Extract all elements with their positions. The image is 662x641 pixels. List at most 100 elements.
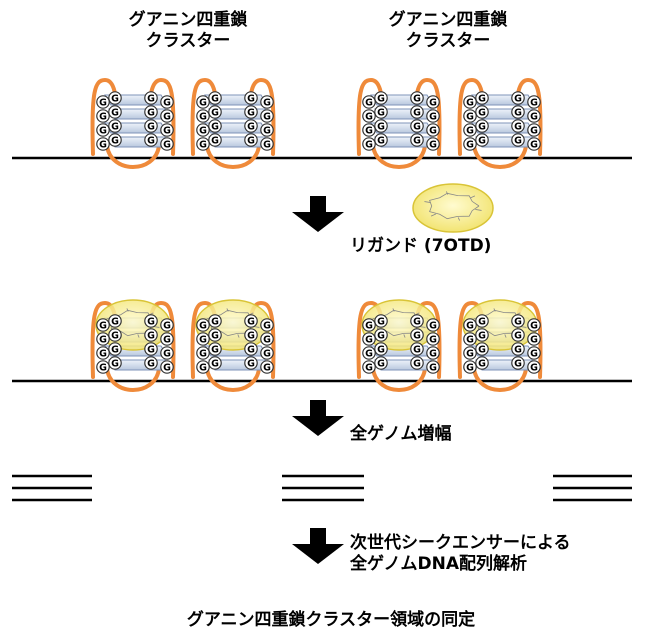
guanine-circle: [374, 105, 388, 119]
guanine-bead: G: [362, 95, 376, 109]
guanine-circle: [475, 328, 489, 342]
guanine-bead: G: [511, 356, 525, 370]
arrow-amplify: [292, 400, 344, 436]
guanine-circle: [108, 133, 122, 147]
guanine-bead: G: [426, 360, 440, 374]
guanine-bead: G: [108, 328, 122, 342]
guanine-bead: G: [463, 109, 477, 123]
arrow-sequencing: [292, 528, 344, 564]
guanine-letter: G: [514, 122, 522, 133]
guanine-letter: G: [429, 98, 437, 109]
guanine-bead: G: [260, 109, 274, 123]
guanine-letter: G: [514, 331, 522, 342]
guanine-circle: [160, 109, 174, 123]
guanine-letter: G: [147, 94, 155, 105]
guanine-bead: G: [160, 95, 174, 109]
guanine-letter: G: [263, 335, 271, 346]
guanine-letter: G: [211, 122, 219, 133]
guanine-circle: [410, 119, 424, 133]
ligand-bond: [430, 213, 437, 217]
guanine-circle: [260, 123, 274, 137]
guanine-bead: G: [463, 332, 477, 346]
guanine-circle: [244, 105, 258, 119]
guanine-circle: [196, 360, 210, 374]
guanine-bead: G: [426, 109, 440, 123]
guanine-circle: [96, 137, 110, 151]
guanine-bead: G: [96, 109, 110, 123]
guanine-letter: G: [514, 345, 522, 356]
guanine-circle: [208, 328, 222, 342]
guanine-letter: G: [147, 345, 155, 356]
guanine-circle: [196, 123, 210, 137]
arrow-ligand-binding: [292, 196, 344, 232]
guanine-letter: G: [478, 122, 486, 133]
guanine-circle: [463, 123, 477, 137]
guanine-circle: [362, 318, 376, 332]
guanine-bead: G: [208, 356, 222, 370]
guanine-letter: G: [99, 112, 107, 123]
loop-strand: [105, 144, 161, 169]
guanine-circle: [475, 133, 489, 147]
guanine-letter: G: [199, 126, 207, 137]
guanine-letter: G: [147, 317, 155, 328]
guanine-letter: G: [247, 345, 255, 356]
guanine-circle: [426, 95, 440, 109]
guanine-letter: G: [211, 317, 219, 328]
guanine-letter: G: [199, 335, 207, 346]
guanine-circle: [208, 133, 222, 147]
loop-strand: [371, 367, 427, 392]
guanine-letter: G: [111, 359, 119, 370]
guanine-bead: G: [475, 328, 489, 342]
guanine-bead: G: [160, 332, 174, 346]
guanine-circle: [144, 133, 158, 147]
guanine-circle: [108, 342, 122, 356]
guanine-bead: G: [475, 119, 489, 133]
guanine-bead: G: [108, 342, 122, 356]
guanine-letter: G: [429, 349, 437, 360]
guanine-circle: [144, 328, 158, 342]
guanine-bead: G: [160, 123, 174, 137]
guanine-letter: G: [199, 112, 207, 123]
guanine-letter: G: [211, 359, 219, 370]
guanine-bead: G: [260, 332, 274, 346]
guanine-bead: G: [96, 123, 110, 137]
guanine-bead: G: [374, 342, 388, 356]
guanine-circle: [410, 105, 424, 119]
guanine-circle: [108, 356, 122, 370]
guanine-circle: [244, 91, 258, 105]
guanine-bead: G: [463, 318, 477, 332]
guanine-circle: [362, 123, 376, 137]
guanine-bead: G: [527, 318, 541, 332]
guanine-circle: [426, 137, 440, 151]
guanine-bead: G: [108, 133, 122, 147]
guanine-bead: G: [260, 137, 274, 151]
guanine-bead: G: [426, 346, 440, 360]
guanine-letter: G: [377, 122, 385, 133]
guanine-bead: G: [410, 119, 424, 133]
guanine-bead: G: [160, 360, 174, 374]
guanine-letter: G: [514, 108, 522, 119]
guanine-circle: [260, 346, 274, 360]
guanine-bead: G: [362, 318, 376, 332]
guanine-circle: [208, 342, 222, 356]
guanine-bead: G: [196, 318, 210, 332]
guanine-bead: G: [244, 356, 258, 370]
loop-strand: [205, 367, 261, 392]
guanine-bead: G: [208, 314, 222, 328]
guanine-letter: G: [377, 108, 385, 119]
guanine-circle: [374, 91, 388, 105]
guanine-bead: G: [527, 360, 541, 374]
guanine-letter: G: [514, 136, 522, 147]
guanine-bead: G: [362, 346, 376, 360]
guanine-letter: G: [263, 363, 271, 374]
guanine-letter: G: [365, 126, 373, 137]
guanine-bead: G: [208, 119, 222, 133]
guanine-circle: [96, 318, 110, 332]
guanine-circle: [160, 123, 174, 137]
guanine-bead: G: [244, 133, 258, 147]
guanine-letter: G: [211, 345, 219, 356]
guanine-circle: [96, 360, 110, 374]
guanine-letter: G: [211, 136, 219, 147]
guanine-bead: G: [475, 356, 489, 370]
